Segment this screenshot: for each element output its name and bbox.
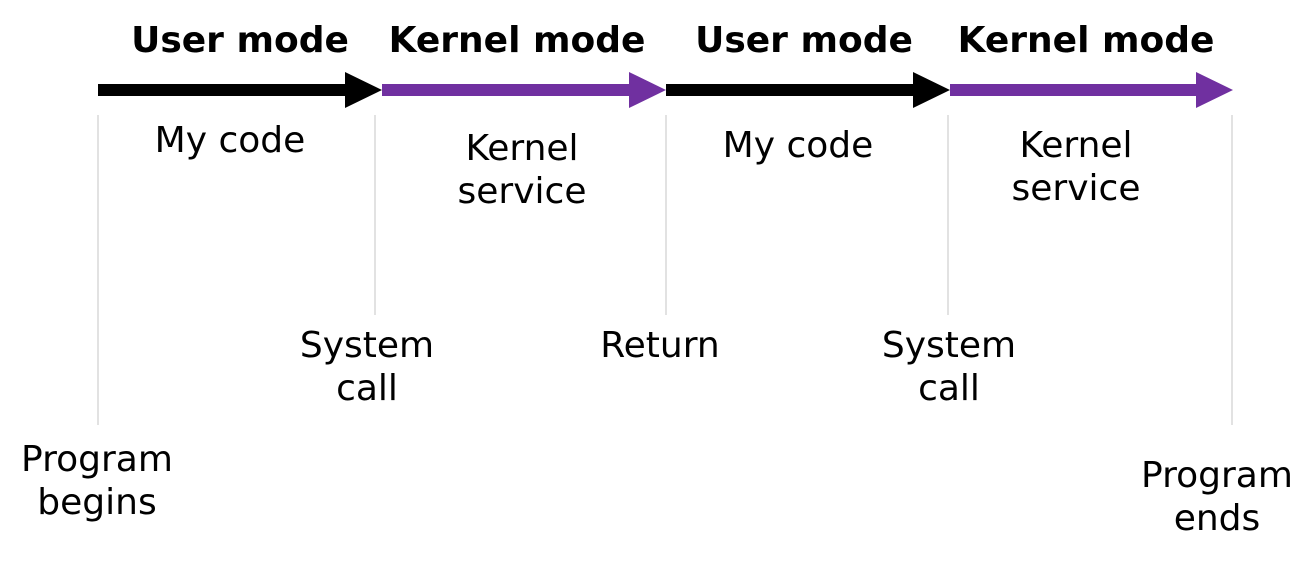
segment-kernel-service-2: Kernel service [1011, 125, 1141, 210]
mode-label-user-2: User mode [695, 20, 913, 61]
mode-label-kernel-1: Kernel mode [388, 20, 646, 61]
event-system-call-2: System call [881, 325, 1017, 410]
arrow-user-mode-1 [98, 72, 382, 108]
event-return: Return [600, 325, 720, 366]
mode-label-kernel-2: Kernel mode [957, 20, 1215, 61]
segment-kernel-service-1: Kernel service [457, 128, 587, 213]
event-program-ends: Program ends [1141, 455, 1293, 540]
segment-my-code-1: My code [154, 120, 306, 161]
event-system-call-1: System call [299, 325, 435, 410]
arrow-user-mode-2 [666, 72, 950, 108]
event-program-begins: Program begins [21, 439, 173, 524]
mode-label-user-1: User mode [131, 20, 349, 61]
arrow-kernel-mode-1 [382, 72, 666, 108]
arrow-kernel-mode-2 [950, 72, 1233, 108]
segment-my-code-2: My code [722, 125, 874, 166]
